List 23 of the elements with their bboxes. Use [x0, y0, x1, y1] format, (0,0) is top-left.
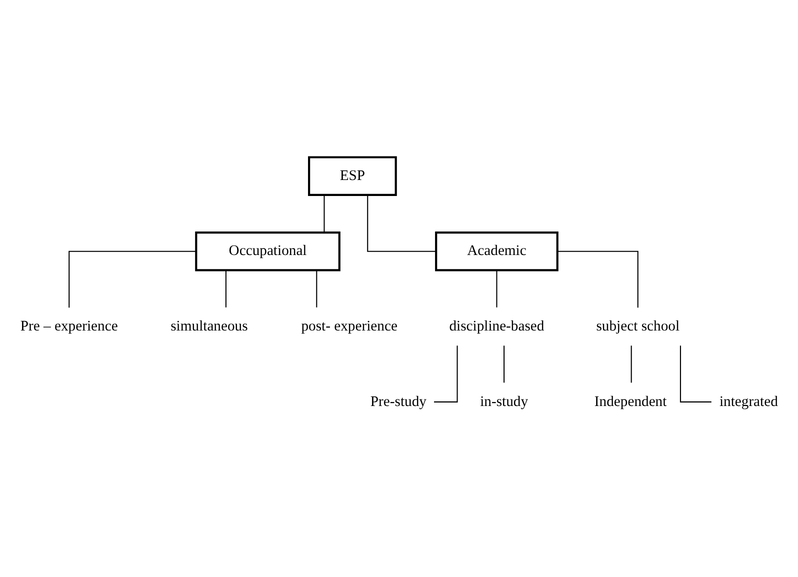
connector — [316, 270, 317, 307]
node-box: Occupational — [194, 231, 340, 271]
node-text: Independent — [594, 393, 666, 410]
connector — [366, 194, 436, 252]
node-text: simultaneous — [170, 318, 248, 334]
connector — [224, 270, 226, 307]
connector — [679, 345, 711, 402]
node-text: discipline-based — [448, 318, 544, 334]
connector — [556, 250, 638, 308]
node-text: Pre – experience — [20, 318, 118, 334]
node-box: Academic — [434, 231, 558, 271]
node-text: integrated — [718, 393, 778, 410]
connector — [68, 250, 196, 308]
connector — [323, 194, 324, 232]
node-text: in-study — [480, 393, 528, 410]
node-box: ESP — [308, 156, 396, 196]
connector — [503, 345, 504, 382]
connector — [630, 345, 632, 382]
node-text: Pre-study — [370, 393, 426, 410]
node-text: subject school — [596, 318, 680, 334]
node-text: post- experience — [300, 318, 397, 334]
connector — [496, 270, 497, 307]
connector — [434, 345, 458, 402]
